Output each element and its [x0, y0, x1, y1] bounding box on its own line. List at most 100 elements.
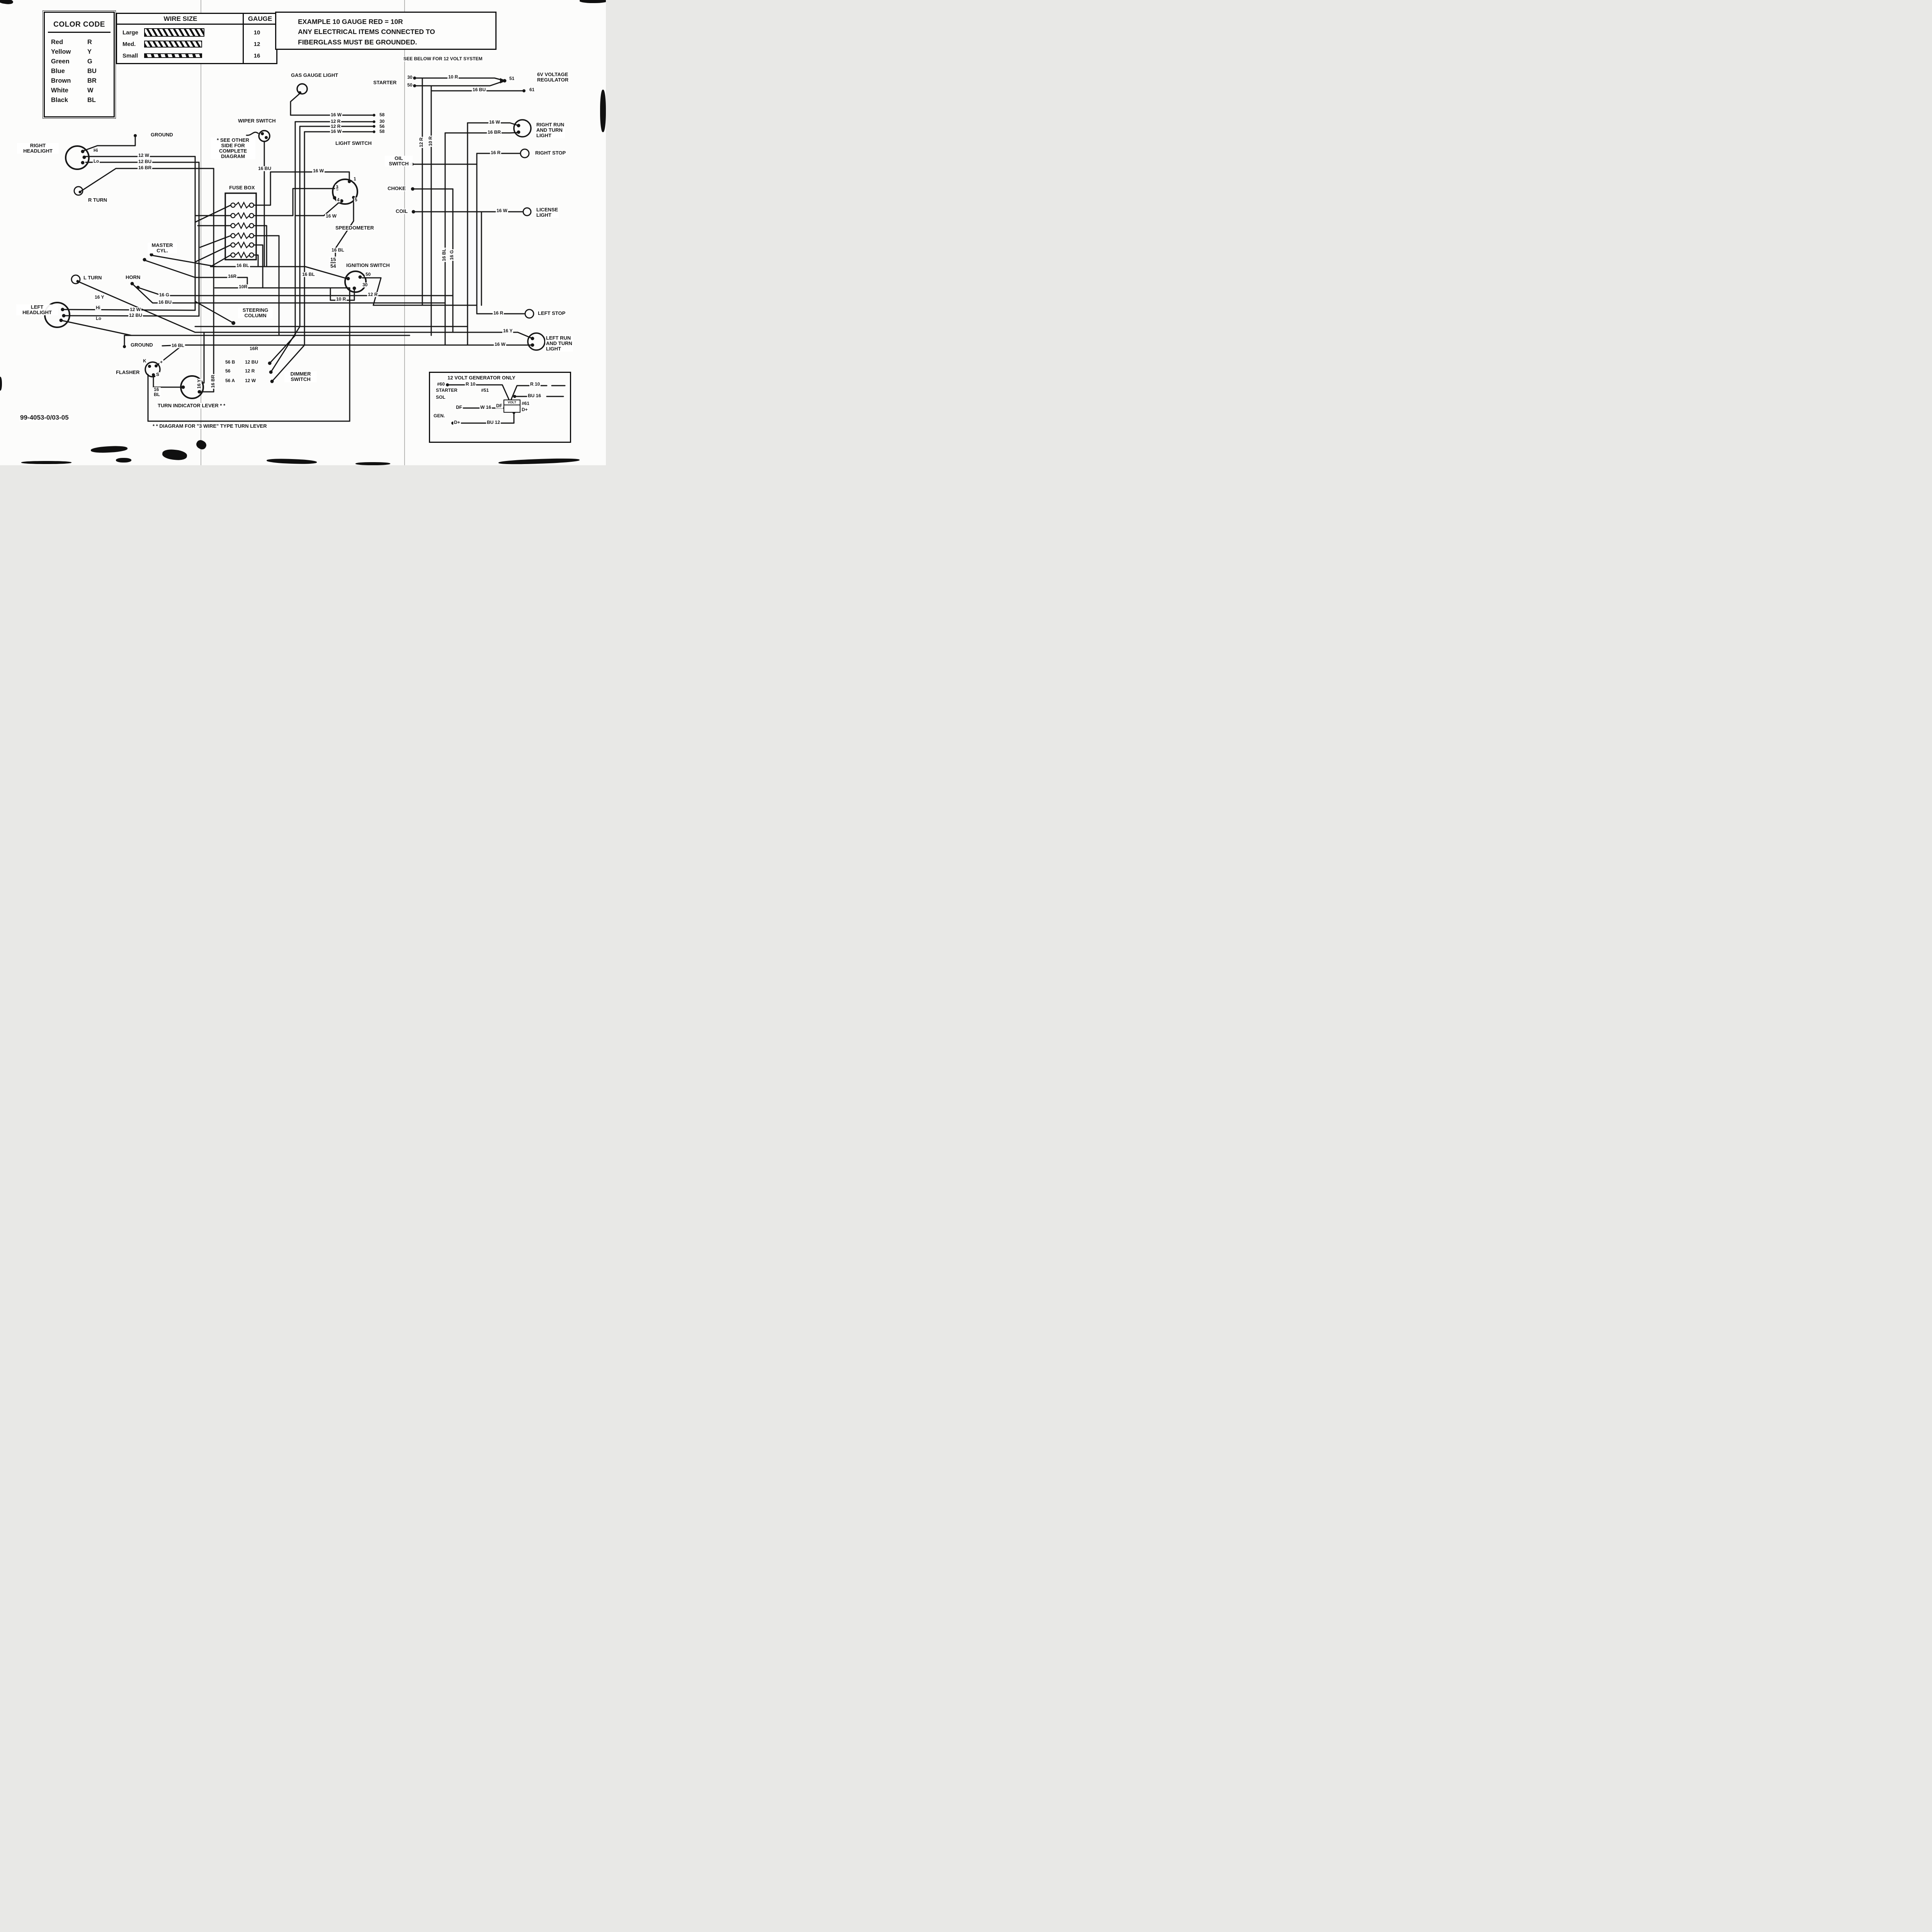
steering-column-label: STEERING COLUMN: [238, 307, 273, 319]
wire-12bu-left-headlight: 12 BU: [128, 313, 143, 318]
scan-artifact: [600, 90, 606, 132]
gen-wire-w16: W 16: [480, 405, 492, 410]
flasher-label: FLASHER: [115, 369, 141, 376]
wire-10r-vertical: 10 R: [428, 135, 433, 147]
speedometer-terminal-5: 5: [354, 197, 358, 202]
wire-12w-left-headlight: 12 W: [129, 307, 142, 312]
wire-gauge-value: 12: [253, 41, 260, 48]
color-name: Yellow: [51, 48, 71, 55]
right-run-turn-bulb: [513, 119, 532, 138]
right-headlight-connector: [65, 145, 90, 170]
horn-label: HORN: [125, 274, 141, 281]
light-switch-terminal-3: 56: [379, 124, 386, 129]
color-code: R: [87, 39, 92, 46]
fuse-elements: [235, 201, 250, 259]
gen-starter-label: STARTER: [435, 388, 458, 393]
flasher-terminal-plus: +: [159, 359, 164, 365]
speedometer-terminal-4: 4: [336, 197, 340, 202]
wire-16bl-ignition: 16 BL: [301, 272, 316, 277]
wire-10r-ignition: 10 R: [335, 296, 347, 302]
gen-terminal-51: #51: [480, 388, 490, 393]
wire-10r-mid: 10R: [238, 284, 248, 289]
speedometer-terminal-3: 3: [335, 184, 339, 190]
ignition-terminal-15: 15: [330, 257, 336, 262]
ground-left-label: GROUND: [130, 342, 154, 348]
terminal-dots: [59, 77, 534, 425]
light-switch-wire-2: 12 R: [330, 119, 342, 124]
gas-gauge-light-label: GAS GAUGE LIGHT: [290, 72, 339, 78]
oil-switch-label: OIL SWITCH: [385, 155, 413, 167]
light-switch-terminal-2: 30: [379, 119, 386, 124]
scan-artifact: [0, 377, 2, 391]
wire-size-name: Med.: [122, 41, 136, 48]
ignition-switch-label: IGNITION SWITCH: [345, 262, 391, 269]
starter-label: STARTER: [372, 80, 398, 86]
left-stop-label: LEFT STOP: [537, 310, 566, 316]
fuse-box-symbol: [224, 192, 257, 260]
wire-16w-left-run: 16 W: [494, 342, 507, 347]
gen-wire-r10-right: R 10: [529, 381, 541, 387]
wire-size-bar: [144, 28, 204, 37]
right-headlight-lo: Lo: [93, 159, 100, 164]
color-code: G: [87, 58, 92, 65]
license-light-label: LICENSE LIGHT: [536, 207, 559, 218]
wire-16br-right-headlight: 16 BR: [138, 165, 153, 170]
ignition-switch-connector: [344, 270, 367, 293]
light-switch-label: LIGHT SWITCH: [335, 140, 372, 146]
gas-gauge-light-bulb: [296, 83, 308, 95]
speedometer-label: SPEEDOMETER: [335, 225, 375, 231]
gen-wire-r10-left: R 10: [465, 381, 476, 387]
scan-artifact: [580, 0, 606, 3]
wire-10r-starter: 10 R: [447, 74, 459, 80]
flasher-terminal-k: K: [142, 358, 147, 364]
color-name: Brown: [51, 77, 71, 84]
license-light-bulb: [522, 207, 532, 216]
wire-size-row: Med. 12: [122, 38, 273, 50]
wire-size-col1: WIRE SIZE: [163, 15, 197, 22]
note-box: EXAMPLE 10 GAUGE RED = 10R ANY ELECTRICA…: [275, 12, 497, 50]
left-run-light-label: LEFT RUN AND TURN LIGHT: [545, 335, 573, 352]
wire-gauge-value: 16: [253, 52, 260, 59]
left-headlight-hi: Hi: [95, 306, 101, 311]
left-turn-bulb: [71, 274, 81, 284]
gen-terminal-df-left: DF: [455, 405, 463, 410]
l-turn-label: L TURN: [83, 275, 103, 281]
terminal-51: 51: [509, 76, 515, 81]
wire-16w-license: 16 W: [496, 208, 509, 213]
right-headlight-hi: Hi: [93, 148, 99, 153]
flasher-terminal-s: S: [155, 372, 160, 377]
starter-terminal-50: 50: [406, 82, 413, 88]
wire-16g-vertical: 16 G: [449, 249, 454, 261]
left-headlight-lo: Lo: [95, 316, 102, 321]
side-note: * SEE OTHER SIDE FOR COMPLETE DIAGRAM: [211, 137, 255, 160]
dimmer-terminal-1: 56 B: [224, 359, 236, 365]
light-switch-wire-4: 16 W: [330, 129, 343, 134]
wiper-switch-connector: [258, 130, 270, 142]
left-headlight-label: LEFT HEADLIGHT: [16, 304, 58, 316]
scan-artifact: [116, 458, 131, 463]
wire-16g-horn: 16 G: [158, 292, 170, 298]
wire-16y-vertical: 16 Y: [196, 378, 202, 389]
light-switch-wire-3: 12 R: [330, 124, 342, 129]
dimmer-wire-2: 12 R: [244, 368, 256, 374]
gen-terminal-df-right: DF: [495, 403, 503, 408]
light-switch-terminal-4: 58: [379, 129, 386, 134]
voltage-regulator-label: 6V VOLTAGE REGULATOR: [536, 71, 570, 83]
wire-16r-left-stop: 16 R: [493, 310, 504, 316]
color-name: White: [51, 87, 68, 94]
left-run-turn-bulb: [527, 332, 546, 351]
gen-label: GEN.: [433, 413, 446, 418]
wire-size-bar: [144, 53, 202, 58]
wire-12r-vertical: 12 R: [418, 136, 424, 148]
terminal-51-arrow: [500, 78, 506, 83]
left-stop-bulb: [524, 309, 534, 319]
